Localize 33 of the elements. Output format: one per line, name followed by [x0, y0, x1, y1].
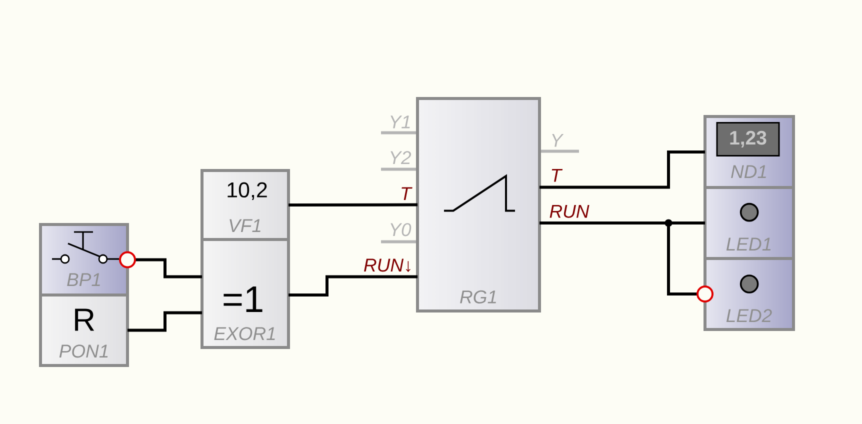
function-block — [200, 169, 290, 241]
parameter-value: 10,2 — [228, 182, 267, 200]
function-block — [704, 115, 795, 189]
pin-label: Y — [552, 134, 564, 147]
pin-label: RUN — [550, 204, 590, 218]
block-name: LED1 — [726, 238, 771, 250]
wire — [288, 203, 418, 206]
function-block — [704, 257, 795, 331]
wire — [288, 275, 418, 296]
block-name: BP1 — [67, 273, 100, 286]
pin-label: Y2 — [390, 151, 412, 164]
pin-label: T — [402, 187, 412, 200]
block-symbol: R — [75, 308, 94, 331]
pin-label: RUN↓ — [364, 258, 410, 272]
numeric-display: 1,23 — [716, 122, 780, 156]
block-name: PON1 — [59, 344, 108, 358]
function-block — [704, 186, 795, 260]
block-name: RG1 — [460, 290, 496, 304]
pin-label: Y0 — [390, 223, 412, 236]
wire — [128, 311, 202, 332]
wire — [540, 150, 705, 189]
block-name: EXOR1 — [214, 327, 275, 340]
function-block — [416, 97, 541, 312]
wire — [119, 251, 202, 278]
block-name: ND1 — [731, 165, 766, 178]
function-block — [39, 294, 129, 367]
pin-label: T — [552, 168, 563, 182]
function-block — [39, 223, 129, 296]
block-name: LED2 — [726, 309, 772, 322]
block-symbol: =1 — [224, 286, 262, 312]
pin-label: Y1 — [390, 116, 410, 128]
block-name: VF1 — [230, 219, 260, 232]
function-block — [200, 238, 290, 349]
